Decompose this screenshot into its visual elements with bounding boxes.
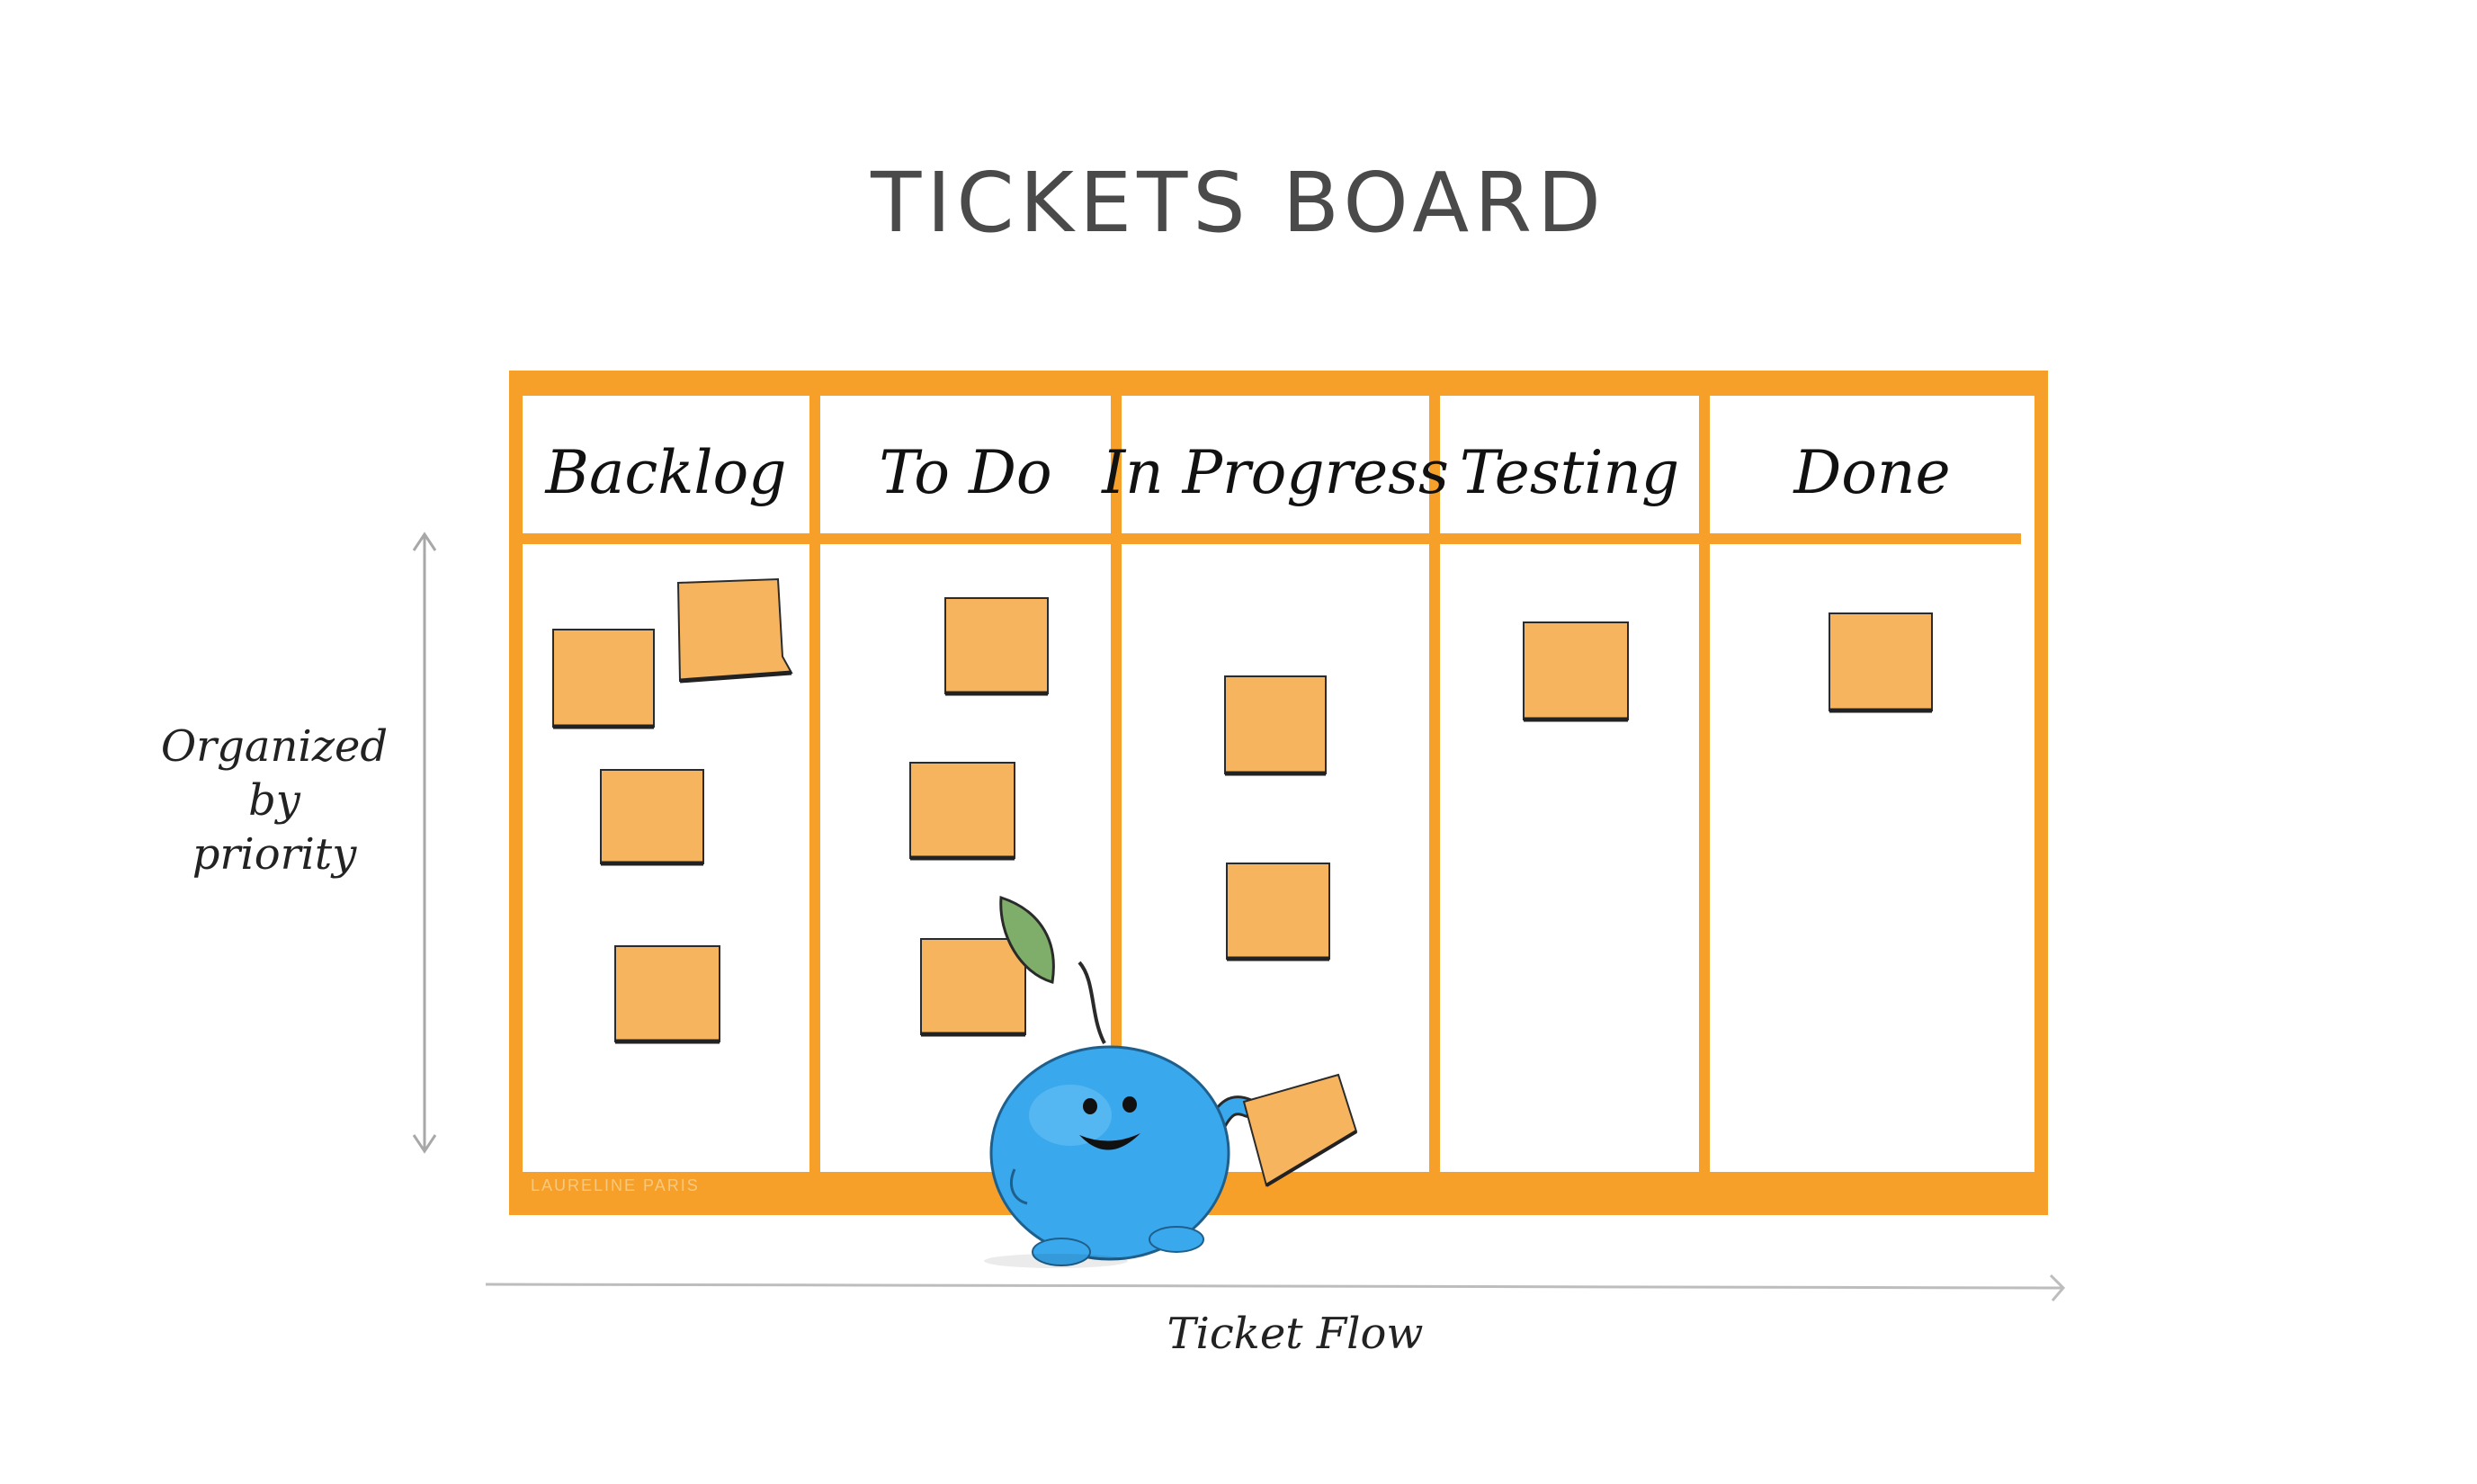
frame-right-bar — [2034, 371, 2048, 1215]
header-divider — [523, 533, 2021, 544]
vertical-axis-label-line: by — [248, 775, 300, 826]
frame-left-bar — [509, 371, 523, 1215]
vertical-axis-label-line: priority — [192, 829, 357, 880]
vertical-axis-label: Organized by priority — [135, 720, 414, 881]
ticket-sticky-note[interactable] — [676, 577, 793, 684]
ticket-sticky-note[interactable] — [614, 945, 720, 1044]
ticket-sticky-note[interactable] — [944, 597, 1049, 696]
board-frame — [509, 371, 2048, 1215]
leaf-icon — [999, 895, 1055, 984]
ticket-sticky-note[interactable] — [600, 769, 704, 866]
column-divider — [1429, 396, 1440, 1172]
ticket-sticky-note[interactable] — [1829, 612, 1933, 713]
column-header-to-do: To Do — [879, 437, 1052, 507]
frame-top-bar — [509, 371, 2048, 396]
column-divider — [1699, 396, 1710, 1172]
blue-blob-mascot-icon — [984, 895, 1358, 1268]
horizontal-axis-label: Ticket Flow — [1167, 1309, 1424, 1359]
mascot-foot — [1032, 1238, 1091, 1266]
mascot-stem — [1078, 961, 1106, 1044]
column-header-testing: Testing — [1459, 437, 1680, 507]
mascot-body — [989, 1045, 1230, 1261]
double-arrow-vertical-icon — [412, 532, 437, 1154]
arrow-right-icon — [485, 1274, 2066, 1301]
page-title: TICKETS BOARD — [871, 155, 1606, 251]
ticket-sticky-note[interactable] — [1224, 675, 1327, 776]
held-sticky-note — [1242, 1073, 1358, 1187]
sticky-notes — [552, 577, 1933, 1044]
mascot-eye — [1083, 1098, 1097, 1114]
ticket-sticky-note[interactable] — [552, 629, 655, 729]
mascot-eye — [1122, 1096, 1137, 1113]
column-header-backlog: Backlog — [545, 437, 787, 507]
mascot-smile — [1079, 1133, 1140, 1150]
ticket-sticky-note[interactable] — [1226, 863, 1330, 961]
column-header-in-progress: In Progress — [1102, 437, 1449, 507]
ticket-sticky-note[interactable] — [1523, 621, 1629, 722]
ticket-sticky-note[interactable] — [909, 762, 1015, 861]
ticket-sticky-note[interactable] — [920, 938, 1026, 1037]
column-divider — [809, 396, 820, 1172]
mascot-foot — [1149, 1226, 1204, 1253]
watermark: LAURELINE PARIS — [531, 1176, 700, 1194]
vertical-axis-label-line: Organized — [160, 721, 389, 772]
column-header-done: Done — [1793, 437, 1951, 507]
column-divider — [1111, 396, 1122, 1172]
